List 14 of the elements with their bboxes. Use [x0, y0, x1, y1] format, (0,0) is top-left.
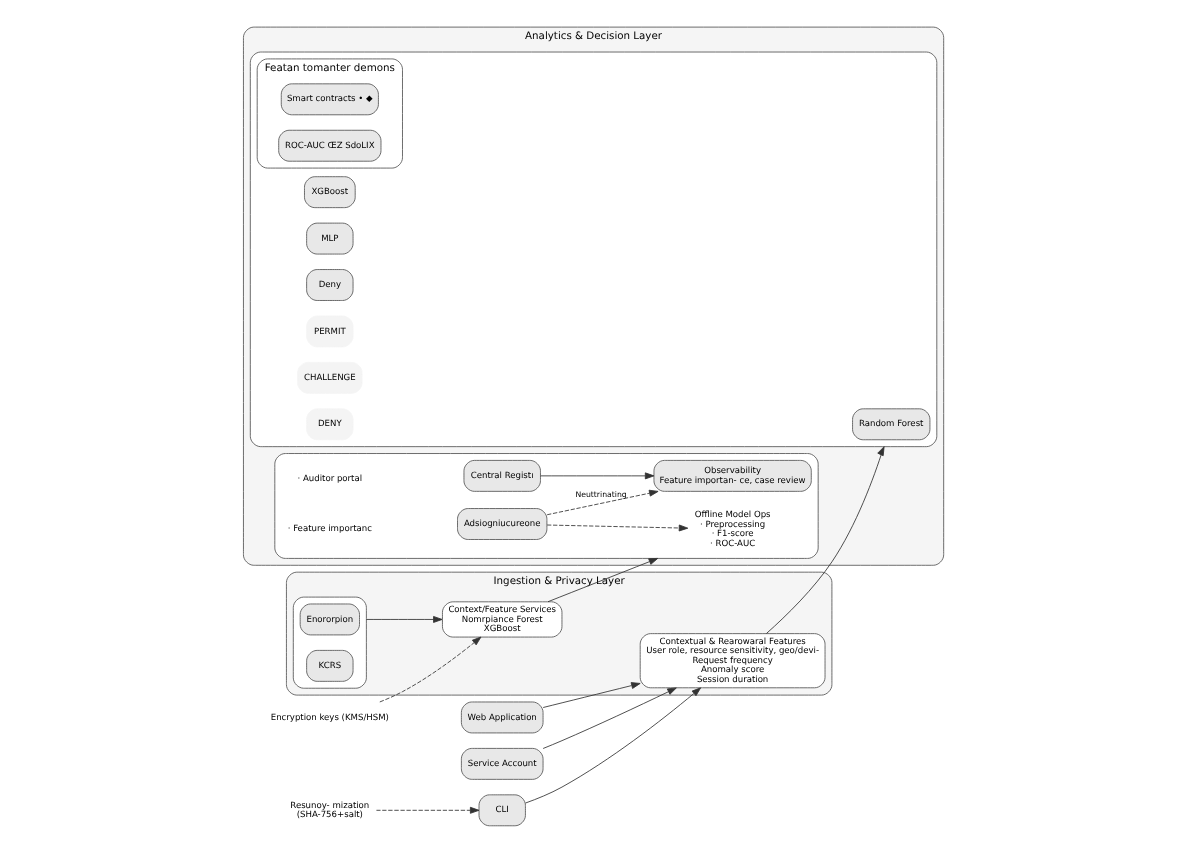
arrow [766, 446, 885, 634]
arrow [542, 682, 641, 708]
arrow [525, 687, 702, 804]
arrow [542, 687, 677, 749]
cluster [249, 51, 938, 448]
arrow [546, 524, 689, 532]
cluster [292, 596, 367, 689]
arrow [376, 806, 480, 814]
arrow [540, 472, 655, 480]
arrow [365, 616, 443, 623]
arrow [379, 636, 482, 703]
arrow [546, 489, 659, 516]
cluster [274, 453, 819, 559]
arrow [547, 558, 659, 603]
